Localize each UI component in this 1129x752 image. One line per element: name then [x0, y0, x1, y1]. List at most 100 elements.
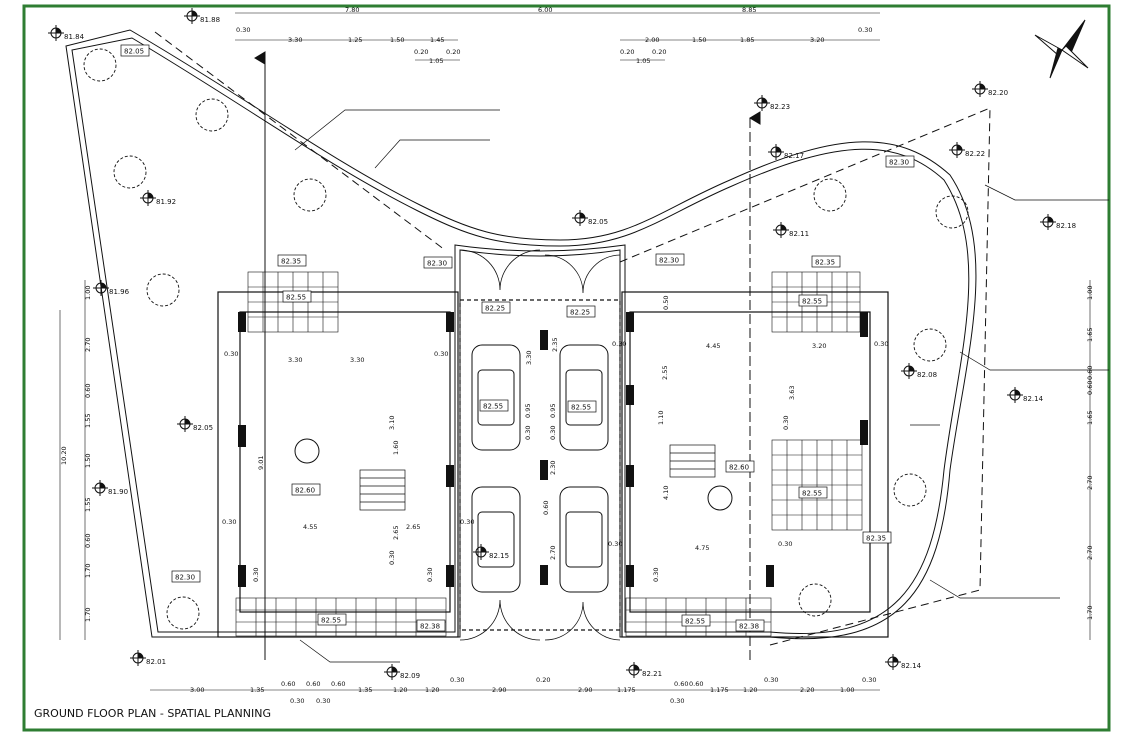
level-tag-label: 82.30 — [427, 260, 447, 268]
wall-columns — [238, 312, 868, 587]
dimension-label: 3.30 — [288, 36, 302, 44]
dimension-label: 1.20 — [743, 686, 757, 694]
dimension-label: 1.50 — [692, 36, 706, 44]
site-boundary — [65, 29, 977, 640]
level-label: 81.90 — [108, 488, 128, 496]
level-label: 82.22 — [965, 150, 985, 158]
dimension-label: 1.70 — [84, 564, 92, 578]
drawing-title: GROUND FLOOR PLAN - SPATIAL PLANNING — [34, 707, 271, 720]
dimension-label: 0.60 — [689, 680, 703, 688]
level-tag: 82.38 — [735, 619, 765, 632]
level-marker: 81.88 — [184, 8, 220, 24]
level-marker: 82.18 — [1040, 214, 1076, 230]
dimension-label: 3.20 — [812, 342, 826, 350]
dimension-label: 1.35 — [358, 686, 372, 694]
dimension-label: 1.20 — [425, 686, 439, 694]
level-marker: 82.01 — [130, 650, 166, 666]
dimension-label: 2.90 — [578, 686, 592, 694]
section-markers — [254, 51, 761, 660]
dimension-label: 0.30 — [608, 540, 622, 548]
level-tag-label: 82.35 — [866, 535, 886, 543]
level-tag: 82.55 — [567, 400, 597, 413]
dimension-label: 0.30 — [764, 676, 778, 684]
dimension-label: 10.20 — [60, 446, 68, 465]
level-tag: 82.35 — [811, 255, 841, 268]
level-label: 81.88 — [200, 16, 220, 24]
parked-cars — [471, 344, 609, 593]
dimension-label: 1.10 — [657, 411, 665, 425]
dimension-label: 0.60 — [281, 680, 295, 688]
level-tag-label: 82.05 — [124, 48, 144, 56]
level-tag: 82.60 — [291, 483, 321, 496]
dimension-label: 3.30 — [350, 356, 364, 364]
level-label: 82.05 — [588, 218, 608, 226]
level-marker: 82.22 — [949, 142, 985, 158]
dimension-label: 0.30 — [236, 26, 250, 34]
trees — [83, 48, 969, 630]
level-tag-label: 82.30 — [659, 257, 679, 265]
dimension-label: 0.95 — [549, 404, 557, 418]
dimension-label: 0.50 — [662, 296, 670, 310]
dimension-label: 0.30 — [290, 697, 304, 705]
dimension-label: 2.20 — [800, 686, 814, 694]
level-marker: 81.84 — [48, 25, 85, 41]
dimension-label: 1.45 — [430, 36, 444, 44]
level-tag: 82.35 — [862, 531, 892, 544]
level-label: 82.01 — [146, 658, 166, 666]
dimension-label: 1.65 — [1086, 328, 1094, 342]
dimension-label: 0.20 — [652, 48, 666, 56]
level-marker: 81.96 — [93, 280, 130, 296]
level-tag: 82.55 — [798, 294, 828, 307]
level-tags: 82.05 82.35 82.30 82.55 82.60 82.30 82.55 82.38… — [120, 44, 915, 632]
level-tag-label: 82.55 — [802, 490, 822, 498]
dimension-label: 0.30 — [670, 697, 684, 705]
dimension-label: 9.01 — [257, 456, 265, 470]
level-marker: 82.15 — [473, 544, 509, 560]
dimension-label: 0.30 — [388, 551, 396, 565]
dimension-label: 2.70 — [1086, 546, 1094, 560]
level-tag-label: 82.25 — [570, 309, 590, 317]
dimension-label: 0.30 — [224, 350, 238, 358]
level-marker: 82.05 — [572, 210, 608, 226]
dimension-label: 2.55 — [661, 366, 669, 380]
level-label: 82.08 — [917, 371, 937, 379]
level-tag-label: 82.55 — [286, 294, 306, 302]
dimension-label: 6.00 — [538, 6, 552, 14]
level-label: 82.20 — [988, 89, 1008, 97]
level-tag-label: 82.60 — [295, 487, 315, 495]
level-tag: 82.55 — [317, 613, 347, 626]
dimension-label: 2.00 — [645, 36, 659, 44]
level-tag-label: 82.55 — [321, 617, 341, 625]
dimension-label: 4.45 — [706, 342, 720, 350]
dimension-label: 0.20 — [620, 48, 634, 56]
dimension-label: 0.30 — [778, 540, 792, 548]
dimension-label: 0.30 — [549, 426, 557, 440]
dimension-label: 1.50 — [390, 36, 404, 44]
level-tag: 82.30 — [423, 256, 453, 269]
dimension-label: 1.175 — [710, 686, 729, 694]
level-tag: 82.05 — [120, 44, 150, 57]
dimension-label: 0.30 — [316, 697, 330, 705]
level-label: 82.21 — [642, 670, 662, 678]
level-tag: 82.25 — [481, 301, 511, 314]
garage-gates — [459, 249, 621, 641]
dimension-label: 0.30 — [222, 518, 236, 526]
level-tag-label: 82.38 — [420, 623, 440, 631]
dimension-label: 0.95 — [524, 404, 532, 418]
level-label: 81.84 — [64, 33, 85, 41]
level-tag-label: 82.25 — [485, 305, 505, 313]
dimension-label: 0.60 — [1086, 366, 1094, 380]
dimension-label: 0.60 — [1086, 381, 1094, 395]
level-label: 81.96 — [109, 288, 130, 296]
dimension-label: 4.55 — [303, 523, 317, 531]
level-label: 81.92 — [156, 198, 176, 206]
dimension-label: 0.30 — [782, 416, 790, 430]
level-tag-label: 82.30 — [889, 159, 909, 167]
dimension-label: 1.50 — [84, 454, 92, 468]
level-tag-label: 82.55 — [685, 618, 705, 626]
level-label: 82.09 — [400, 672, 420, 680]
dimension-label: 2.70 — [549, 546, 557, 560]
dimension-label: 7.80 — [345, 6, 359, 14]
level-tag: 82.35 — [277, 254, 307, 267]
